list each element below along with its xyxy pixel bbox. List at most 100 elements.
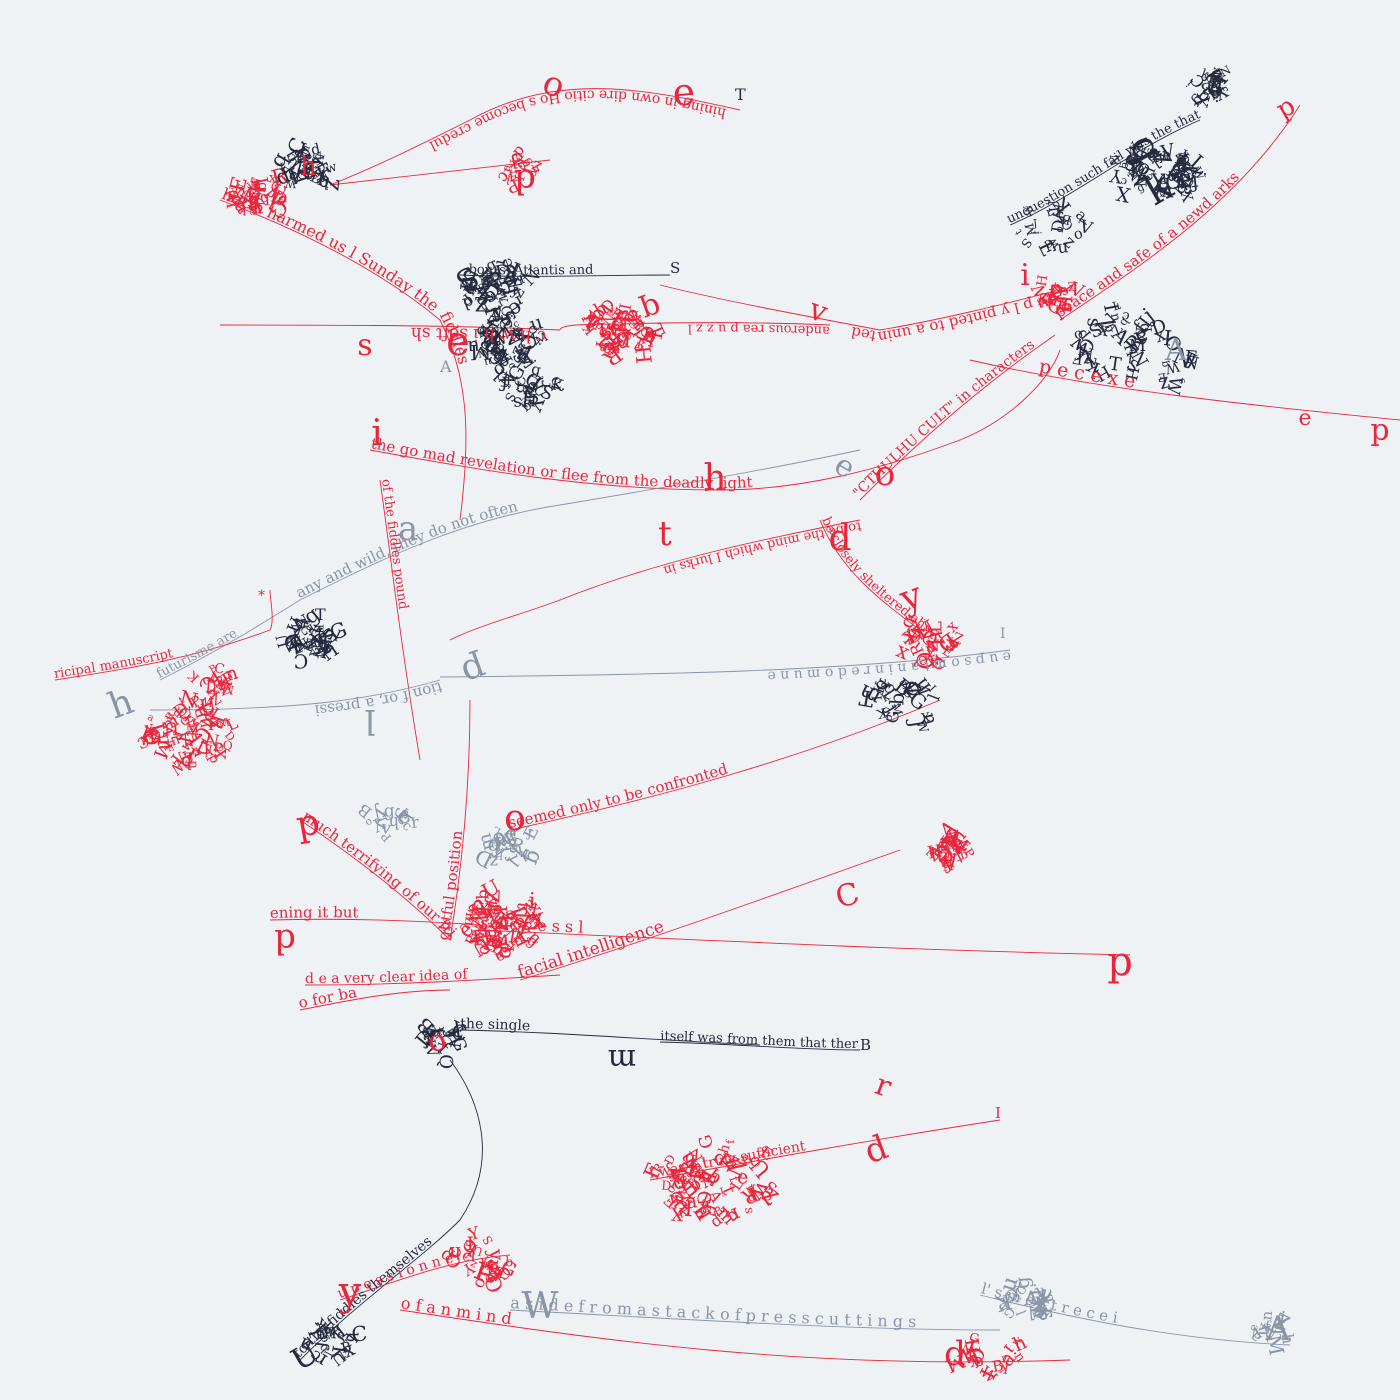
svg-text:h: h <box>1168 168 1181 176</box>
svg-text:I: I <box>1139 145 1149 158</box>
svg-text:T: T <box>505 265 523 291</box>
svg-text:B: B <box>1175 153 1190 175</box>
svg-text:q: q <box>1057 300 1077 314</box>
svg-text:R: R <box>1161 149 1172 163</box>
svg-text:c: c <box>479 340 504 355</box>
svg-text:i: i <box>528 889 536 914</box>
svg-text:A: A <box>1035 295 1048 311</box>
svg-text:L: L <box>296 138 315 165</box>
svg-text:b: b <box>531 163 541 176</box>
large-glyph: A <box>1265 1309 1291 1349</box>
svg-text:E: E <box>1157 370 1166 384</box>
svg-text:q: q <box>1158 359 1171 368</box>
svg-text:K: K <box>464 279 474 294</box>
svg-text:w: w <box>606 304 629 323</box>
svg-text:t: t <box>535 373 547 382</box>
trail-text-path: s u c c e s s l <box>480 913 584 937</box>
svg-text:a: a <box>499 163 513 173</box>
svg-text:Y: Y <box>477 277 490 294</box>
svg-text:F: F <box>1072 349 1084 367</box>
svg-text:s: s <box>478 278 496 288</box>
svg-text:S: S <box>1018 235 1035 251</box>
svg-text:D: D <box>1149 315 1170 340</box>
glyph-fragment: B <box>860 1036 871 1054</box>
svg-text:t: t <box>469 274 475 290</box>
trail-text: tion f or, a pressi <box>314 678 445 720</box>
svg-text:t: t <box>1148 150 1168 161</box>
svg-text:T: T <box>1107 354 1123 377</box>
large-glyph: p <box>293 801 323 845</box>
svg-text:I: I <box>869 695 885 701</box>
svg-text:x: x <box>1218 72 1225 84</box>
large-glyph: a <box>398 509 418 549</box>
svg-text:S: S <box>1166 172 1183 184</box>
trail-text: d e a very clear idea of <box>305 966 470 987</box>
svg-text:m: m <box>596 339 615 359</box>
svg-text:w: w <box>605 338 624 360</box>
svg-text:e: e <box>737 1165 749 1188</box>
svg-text:Y: Y <box>1132 167 1145 184</box>
large-glyph: i <box>371 413 383 454</box>
svg-text:D: D <box>615 327 632 351</box>
svg-text:b: b <box>584 306 609 324</box>
svg-text:K: K <box>550 374 565 395</box>
svg-text:Y: Y <box>310 635 320 650</box>
svg-text:R: R <box>269 164 293 193</box>
svg-text:g: g <box>530 361 543 380</box>
large-glyph: o <box>875 454 895 494</box>
svg-text:s: s <box>1207 76 1216 89</box>
svg-text:o: o <box>223 188 242 200</box>
svg-text:w: w <box>323 159 339 177</box>
svg-text:e: e <box>1162 148 1172 164</box>
large-glyph: p <box>1370 413 1389 448</box>
svg-text:i: i <box>1187 167 1209 178</box>
svg-text:l: l <box>1127 348 1134 366</box>
svg-text:M: M <box>604 337 619 352</box>
svg-text:S: S <box>480 1233 496 1247</box>
svg-text:S: S <box>251 179 263 196</box>
svg-text:w: w <box>1126 162 1141 179</box>
svg-text:W: W <box>1162 375 1185 396</box>
svg-text:c: c <box>614 339 630 351</box>
svg-text:O: O <box>478 274 494 287</box>
svg-text:f: f <box>1046 281 1058 306</box>
large-glyph: d <box>859 1127 893 1172</box>
trail-text-path: ricipal manuscript <box>53 646 175 682</box>
svg-text:s: s <box>1080 316 1103 328</box>
svg-text:b: b <box>473 889 492 900</box>
svg-text:Q: Q <box>222 738 233 753</box>
svg-text:I: I <box>307 169 321 181</box>
svg-text:c: c <box>511 318 522 330</box>
svg-text:J: J <box>521 389 531 410</box>
svg-text:o: o <box>317 174 330 194</box>
svg-text:W: W <box>223 191 243 209</box>
large-glyph: W <box>521 1286 558 1327</box>
trail-text-path: anderous rea p u z z l <box>688 321 830 338</box>
svg-text:l: l <box>1207 75 1218 96</box>
svg-text:U: U <box>272 632 294 650</box>
svg-text:W: W <box>285 177 296 189</box>
svg-text:M: M <box>1129 335 1146 355</box>
svg-text:H: H <box>1120 341 1140 359</box>
svg-text:z: z <box>598 304 618 314</box>
large-glyph: e <box>1298 406 1311 431</box>
svg-text:g: g <box>1146 147 1162 157</box>
svg-text:H: H <box>1122 365 1143 382</box>
trail-text: the single <box>460 1016 531 1034</box>
large-glyph: d <box>514 161 536 201</box>
large-glyph: e <box>671 69 697 115</box>
svg-text:T: T <box>620 314 631 333</box>
trail-text-path: the single <box>460 1016 531 1034</box>
svg-text:c: c <box>1118 175 1129 189</box>
trail-text: o for ba <box>297 983 358 1012</box>
trail-text: ening it but <box>270 903 359 922</box>
trail-text: bours, Atlantis and <box>468 262 593 278</box>
svg-text:H: H <box>521 388 538 409</box>
trail-text: e u p s o m t a n i n r e d o m u n e <box>767 648 1012 684</box>
svg-text:Q: Q <box>516 334 540 351</box>
svg-text:c: c <box>506 361 520 370</box>
